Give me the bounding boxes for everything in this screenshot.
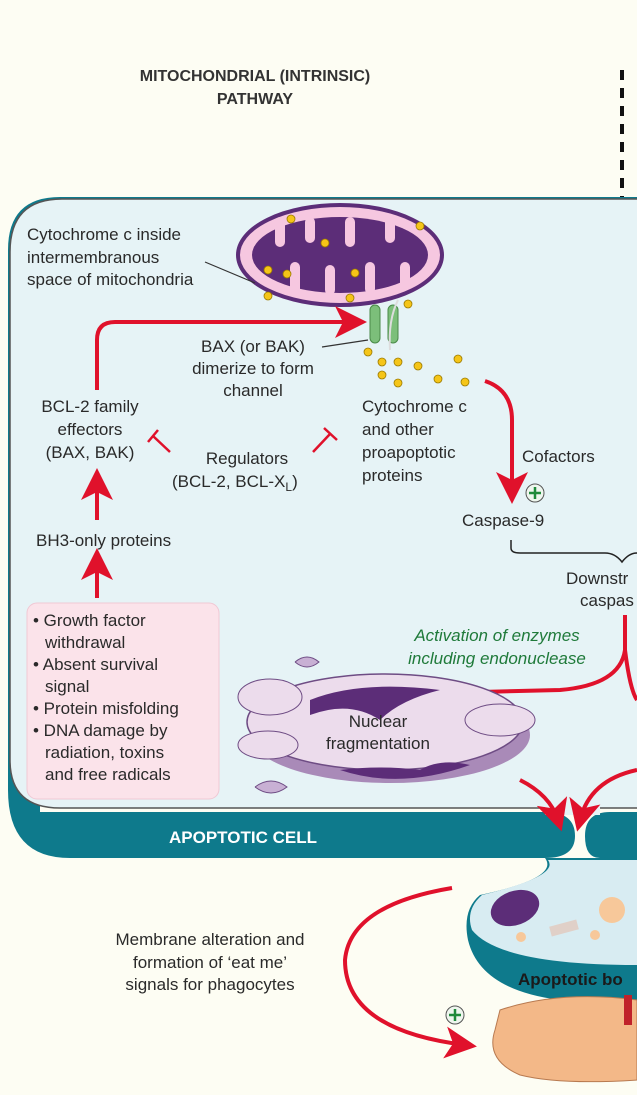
svg-text:BAX (or BAK): BAX (or BAK) — [201, 337, 305, 356]
leader-line — [321, 339, 369, 348]
arrow-right-to-body — [569, 768, 637, 832]
svg-text:signals for phagocytes: signals for phagocytes — [125, 975, 294, 994]
bh3-label: BH3-only proteins — [36, 531, 171, 550]
mitochondrion — [236, 203, 444, 309]
svg-text:(BCL-2, BCL-XL): (BCL-2, BCL-XL) — [172, 472, 298, 494]
svg-text:formation of ‘eat me’: formation of ‘eat me’ — [133, 953, 287, 972]
svg-text:BCL-2 family: BCL-2 family — [41, 397, 139, 416]
nuclear-fragmentation-label: Nuclear fragmentation — [326, 712, 430, 753]
arrow-eat-me-signal — [342, 886, 477, 1059]
bax-channel — [369, 299, 399, 351]
apoptotic-cell-label: APOPTOTIC CELL — [169, 828, 317, 847]
svg-text:including endonuclease: including endonuclease — [408, 649, 586, 668]
svg-text:Activation of enzymes: Activation of enzymes — [413, 626, 580, 645]
released-cytochrome-c — [363, 347, 470, 388]
svg-text:proapoptotic: proapoptotic — [362, 443, 456, 462]
inhibit-cytochrome-release — [312, 427, 338, 453]
svg-text:proteins: proteins — [362, 466, 422, 485]
cofactors-label: Cofactors — [522, 447, 595, 466]
svg-text:radiation, toxins: radiation, toxins — [45, 743, 164, 762]
svg-text:and other: and other — [362, 420, 434, 439]
membrane-alteration-label: Membrane alteration and formation of ‘ea… — [115, 930, 304, 994]
arrow-cytochrome-to-caspase9 — [484, 379, 528, 504]
pathway-title-line1: MITOCHONDRIAL (INTRINSIC) — [140, 68, 371, 85]
svg-text:fragmentation: fragmentation — [326, 734, 430, 753]
svg-text:Cytochrome c inside: Cytochrome c inside — [27, 225, 181, 244]
trigger-box — [26, 602, 220, 800]
pathway-title-line2: PATHWAY — [217, 91, 293, 108]
svg-text:signal: signal — [45, 677, 89, 696]
svg-text:Nuclear: Nuclear — [349, 712, 408, 731]
phagocyte-receptor — [624, 995, 632, 1025]
caspase-brace — [510, 540, 637, 564]
fragmented-nucleus — [237, 656, 536, 794]
cytochrome-released-label: Cytochrome c and other proapoptotic prot… — [362, 397, 467, 485]
svg-text:dimerize to form: dimerize to form — [192, 359, 314, 378]
svg-text:Membrane alteration and: Membrane alteration and — [115, 930, 304, 949]
svg-text:(BAX, BAK): (BAX, BAK) — [46, 443, 135, 462]
cytochrome-inside-label: Cytochrome c inside intermembranous spac… — [27, 225, 194, 289]
svg-text:• Growth factor: • Growth factor — [33, 611, 146, 630]
trigger-list: • Growth factor withdrawal • Absent surv… — [33, 611, 179, 784]
apoptotic-body — [466, 858, 637, 1000]
downstream-caspases-label: Downstr caspas — [566, 569, 634, 610]
svg-text:channel: channel — [223, 381, 283, 400]
svg-text:Downstr: Downstr — [566, 569, 629, 588]
bax-channel-label: BAX (or BAK) dimerize to form channel — [192, 337, 314, 400]
svg-text:• Protein misfolding: • Protein misfolding — [33, 699, 179, 718]
svg-text:effectors: effectors — [58, 420, 123, 439]
svg-text:intermembranous: intermembranous — [27, 248, 159, 267]
plus-icon — [445, 1005, 465, 1025]
caspase9-label: Caspase-9 — [462, 511, 544, 530]
svg-text:Cytochrome c: Cytochrome c — [362, 397, 467, 416]
svg-text:caspas: caspas — [580, 591, 634, 610]
svg-text:withdrawal: withdrawal — [44, 633, 125, 652]
cell-membrane-right — [585, 812, 637, 858]
leader-line — [204, 261, 256, 284]
plus-icon — [525, 483, 545, 503]
svg-text:Regulators: Regulators — [206, 449, 288, 468]
phagocyte — [492, 996, 637, 1083]
activation-label: Activation of enzymes including endonucl… — [408, 626, 586, 668]
arrow-branch-right — [623, 649, 637, 702]
regulators-label: Regulators (BCL-2, BCL-XL) — [172, 449, 298, 494]
svg-text:space of mitochondria: space of mitochondria — [27, 270, 194, 289]
arrow-effectors-to-channel — [95, 306, 367, 390]
inhibit-effectors — [147, 429, 171, 453]
bcl2-effectors-label: BCL-2 family effectors (BAX, BAK) — [41, 397, 139, 462]
svg-text:and free radicals: and free radicals — [45, 765, 171, 784]
svg-text:• DNA damage by: • DNA damage by — [33, 721, 168, 740]
apoptotic-body-label: Apoptotic bo — [518, 970, 623, 989]
arrow-nucleus-to-body — [519, 778, 568, 832]
svg-text:• Absent survival: • Absent survival — [33, 655, 158, 674]
